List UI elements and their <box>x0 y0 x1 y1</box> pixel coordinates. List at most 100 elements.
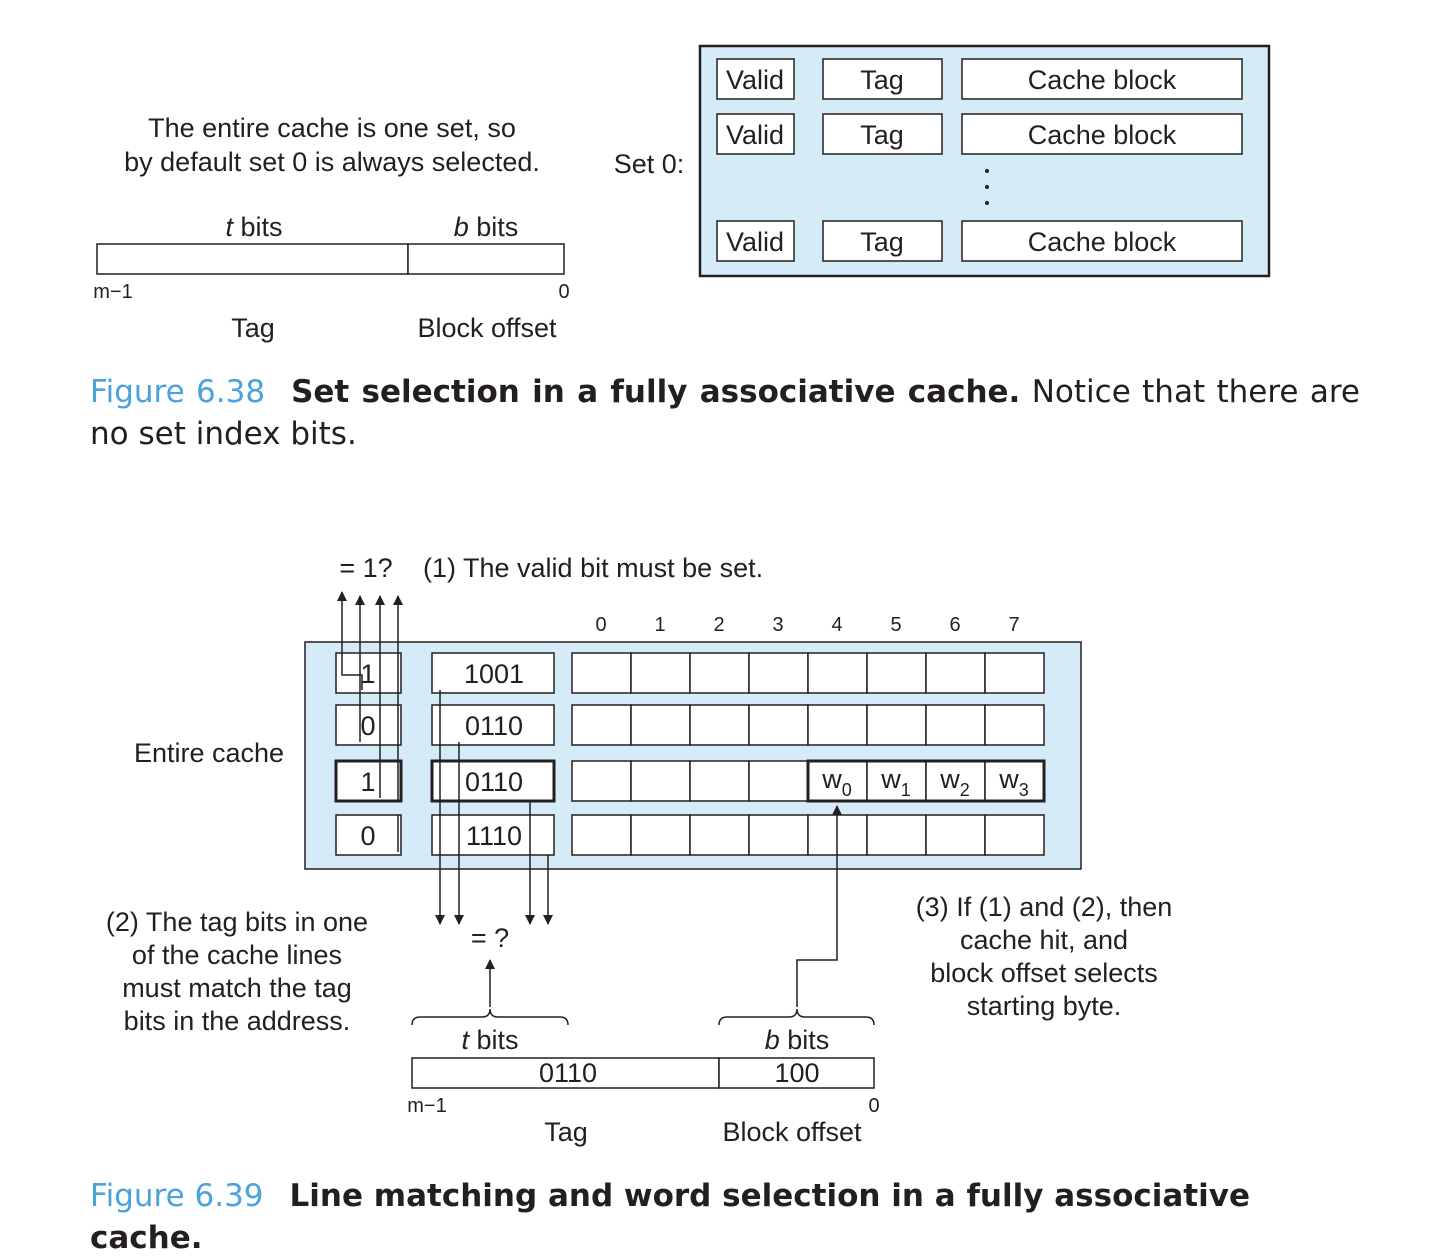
svg-text:(2) The tag bits in one: (2) The tag bits in one <box>106 907 368 937</box>
column-index: 0 <box>595 614 606 636</box>
address-tag-field <box>411 1057 720 1089</box>
valid-bit-value: 0 <box>360 821 375 851</box>
valid-bit-cell <box>334 759 403 803</box>
column-index: 5 <box>890 614 901 636</box>
cache-row-selected: 1 0110 w0 w1 w2 w3 <box>334 759 1046 803</box>
column-index: 7 <box>1008 614 1019 636</box>
tag-cell <box>431 652 555 694</box>
column-index: 4 <box>831 614 842 636</box>
address-block-offset-label: Block offset <box>722 1117 862 1147</box>
valid-cell <box>716 58 795 100</box>
address-b-bits-label: b bits <box>765 1025 830 1055</box>
valid-check-label: = 1? <box>339 553 392 583</box>
address-t-bits-label: t bits <box>225 212 282 242</box>
vertical-ellipsis-icon <box>985 169 989 205</box>
cache-row: 0 1110 <box>335 814 1045 856</box>
entire-cache-label: Entire cache <box>134 738 284 768</box>
tag-cell <box>430 759 556 803</box>
valid-cell <box>716 220 795 262</box>
valid-bit-value: 1 <box>360 659 375 689</box>
address-tag-field <box>96 243 409 275</box>
valid-label: Valid <box>726 65 784 95</box>
address-tag-label: Tag <box>231 313 275 343</box>
tag-label: Tag <box>860 120 904 150</box>
caption-title: Set selection in a fully associative cac… <box>291 374 1021 410</box>
valid-label: Valid <box>726 227 784 257</box>
byte-cells <box>571 814 1045 856</box>
svg-text:bits in the address.: bits in the address. <box>124 1006 351 1036</box>
column-index: 6 <box>949 614 960 636</box>
svg-text:block offset selects: block offset selects <box>930 958 1158 988</box>
word-label: w3 <box>998 764 1029 800</box>
tag-value: 0110 <box>465 767 523 797</box>
valid-label: Valid <box>726 120 784 150</box>
address-block-offset-label: Block offset <box>417 313 557 343</box>
svg-text:must match the tag: must match the tag <box>122 973 352 1003</box>
valid-bit-arrows <box>337 592 398 852</box>
address-msb-label: m−1 <box>93 281 132 303</box>
cache-block-cell <box>961 58 1243 100</box>
column-index: 2 <box>713 614 724 636</box>
cache-line: Valid Tag Cache block <box>716 113 1243 155</box>
cache-block-label: Cache block <box>1028 65 1177 95</box>
tag-brace <box>411 959 569 1026</box>
figure-6-39: = 1? (1) The valid bit must be set. 0 1 … <box>106 553 1172 1147</box>
valid-bit-cell <box>335 704 402 746</box>
tag-value: 1001 <box>464 659 524 689</box>
address-tag-value: 0110 <box>539 1058 597 1088</box>
tag-label: Tag <box>860 65 904 95</box>
address-lsb-label: 0 <box>868 1095 879 1117</box>
tag-cell <box>822 113 943 155</box>
cache-row: 1 1001 <box>335 652 1045 694</box>
svg-text:of the cache lines: of the cache lines <box>132 940 342 970</box>
column-indices: 0 1 2 3 4 5 6 7 <box>595 614 1019 636</box>
set-0-label: Set 0: <box>614 149 685 179</box>
selected-word-box <box>806 759 1046 803</box>
cache-row: 0 0110 <box>335 704 1045 746</box>
cache-block-cell <box>961 113 1243 155</box>
byte-cells <box>571 652 1045 694</box>
column-index: 3 <box>772 614 783 636</box>
byte-cells <box>571 704 1045 746</box>
word-label: w0 <box>821 764 852 800</box>
column-index: 1 <box>654 614 665 636</box>
step-3-note: (3) If (1) and (2), then cache hit, and … <box>916 892 1173 1021</box>
tag-label: Tag <box>860 227 904 257</box>
set-selection-note-line2: by default set 0 is always selected. <box>124 147 540 177</box>
tag-value: 1110 <box>466 821 522 851</box>
valid-bit-cell <box>335 814 402 856</box>
cache-line: Valid Tag Cache block <box>716 58 1243 100</box>
word-label: w2 <box>939 764 970 800</box>
cache-line: Valid Tag Cache block <box>716 220 1243 262</box>
valid-bit-value: 0 <box>360 711 375 741</box>
tag-value: 0110 <box>465 711 523 741</box>
valid-bit-value: 1 <box>360 767 375 797</box>
figure-6-38: The entire cache is one set, so by defau… <box>93 44 1271 343</box>
address-offset-field <box>407 243 565 275</box>
step-1-note: (1) The valid bit must be set. <box>423 553 763 583</box>
tag-cell <box>822 58 943 100</box>
address-lsb-label: 0 <box>558 281 569 303</box>
address-t-bits-label: t bits <box>461 1025 518 1055</box>
cache-block-label: Cache block <box>1028 120 1177 150</box>
valid-bit-cell <box>335 652 402 694</box>
address-offset-field <box>718 1057 875 1089</box>
tag-compare-arrows <box>435 690 553 925</box>
svg-text:cache hit, and: cache hit, and <box>960 925 1128 955</box>
set-selection-note-line1: The entire cache is one set, so <box>148 113 516 143</box>
svg-text:starting byte.: starting byte. <box>967 991 1122 1021</box>
byte-cells <box>571 760 1045 802</box>
tag-cell <box>431 704 555 746</box>
cache-block-cell <box>961 220 1243 262</box>
tag-cell <box>822 220 943 262</box>
svg-text:(3) If (1) and (2), then: (3) If (1) and (2), then <box>916 892 1173 922</box>
address-msb-label: m−1 <box>407 1095 446 1117</box>
address-tag-label: Tag <box>544 1117 588 1147</box>
offset-brace <box>718 805 875 1026</box>
address-b-bits-label: b bits <box>454 212 519 242</box>
tag-cell <box>431 814 555 856</box>
word-label: w1 <box>880 764 911 800</box>
